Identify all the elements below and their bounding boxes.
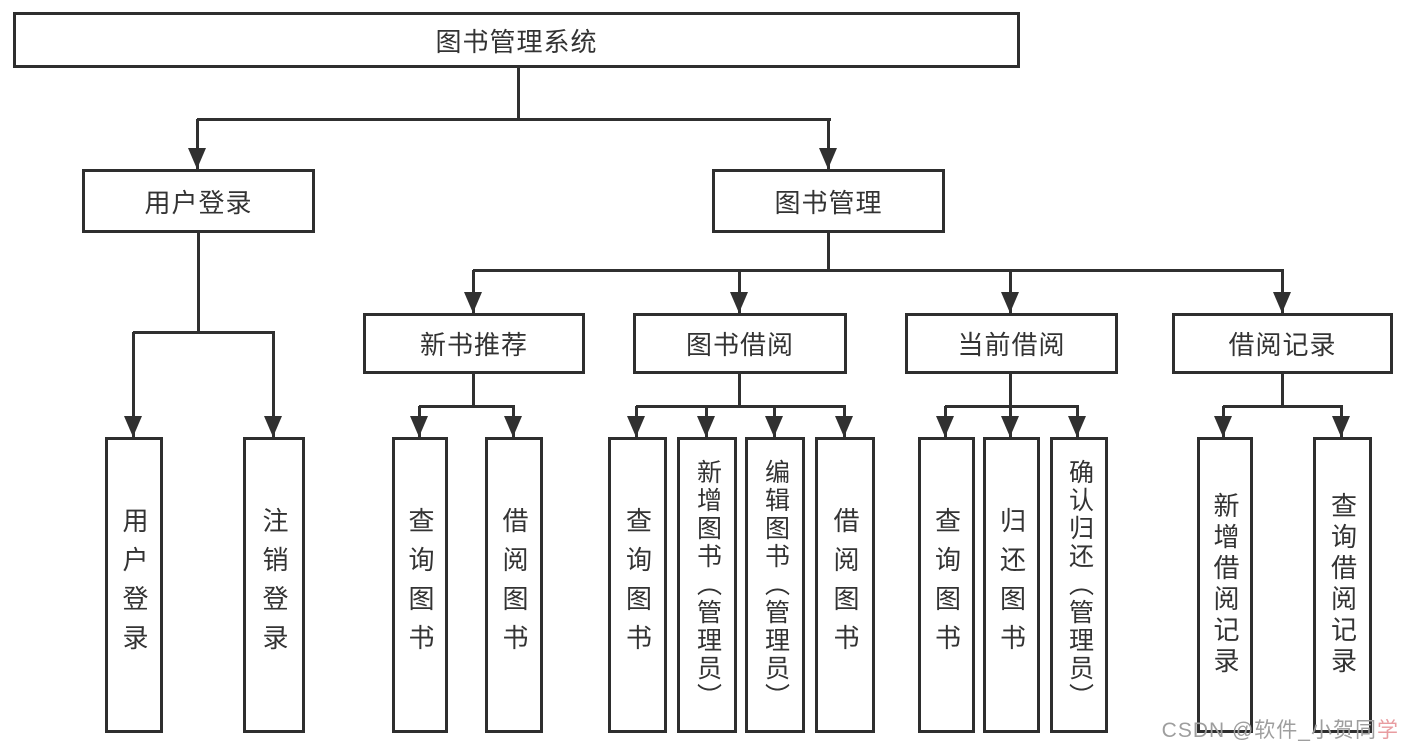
arrow-to-confirm-return: [1068, 406, 1086, 437]
node-library-management-system: 图书管理系统: [13, 12, 1020, 68]
node-label: 新书推荐: [419, 330, 528, 360]
node-label: 用户登录: [144, 187, 253, 218]
node-label: 确认归还（管理员）: [1065, 459, 1094, 711]
arrow-to-query-borrow-record: [1332, 406, 1350, 437]
watermark-text: CSDN @软件_小贺同: [1161, 719, 1377, 742]
node-add-borrow-record: 新增借阅记录: [1197, 437, 1253, 733]
node-logout: 注销登录: [243, 437, 305, 733]
connector-current-borrowing-bus: [945, 405, 1079, 408]
connector-root-bus: [197, 118, 831, 121]
arrow-to-query-books-1: [410, 406, 428, 437]
node-label: 图书借阅: [685, 330, 794, 360]
node-borrow-books-1: 借阅图书: [485, 437, 543, 733]
connector-user-login-stem: [197, 231, 200, 334]
arrow-to-new-book-recommendation: [464, 270, 482, 313]
arrow-to-borrow-books-2: [835, 406, 853, 437]
node-label: 用户登录: [119, 507, 149, 663]
node-label: 新增图书（管理员）: [693, 459, 722, 711]
watermark-text-accent: 学: [1377, 719, 1399, 742]
arrow-to-book-borrowing: [730, 270, 748, 313]
arrow-to-logout-leaf: [264, 332, 282, 437]
connector-book-borrowing-bus: [636, 405, 846, 408]
arrow-to-borrow-books-1: [504, 406, 522, 437]
arrow-to-add-borrow-record: [1214, 406, 1232, 437]
csdn-watermark: CSDN @软件_小贺同学: [1162, 714, 1399, 744]
arrow-to-user-login: [188, 119, 206, 169]
connector-borrowing-records-bus: [1223, 405, 1343, 408]
node-borrow-books-2: 借阅图书: [815, 437, 875, 733]
connector-new-book-stem: [472, 372, 475, 408]
arrow-to-book-management: [819, 119, 837, 169]
node-label: 借阅图书: [830, 507, 860, 663]
node-label: 注销登录: [259, 507, 289, 663]
node-query-books-2: 查询图书: [608, 437, 667, 733]
node-query-borrow-record: 查询借阅记录: [1313, 437, 1372, 733]
node-confirm-return-admin: 确认归还（管理员）: [1050, 437, 1108, 733]
arrow-to-query-books-3: [936, 406, 954, 437]
connector-user-login-bus: [133, 331, 275, 334]
node-label: 借阅记录: [1228, 330, 1337, 360]
node-label: 图书管理: [774, 187, 883, 218]
node-book-borrowing: 图书借阅: [633, 313, 847, 374]
arrow-to-current-borrowing: [1001, 270, 1019, 313]
node-label: 当前借阅: [957, 330, 1066, 360]
connector-current-borrowing-stem: [1009, 372, 1012, 408]
node-edit-books-admin: 编辑图书（管理员）: [745, 437, 805, 733]
connector-book-borrowing-stem: [738, 372, 741, 408]
connector-borrowing-records-stem: [1281, 372, 1284, 408]
connector-new-book-bus: [419, 405, 515, 408]
node-label: 归还图书: [996, 507, 1027, 663]
arrow-to-query-books-2: [627, 406, 645, 437]
node-add-books-admin: 新增图书（管理员）: [677, 437, 737, 733]
connector-book-management-stem: [827, 231, 830, 272]
node-label: 借阅图书: [499, 507, 529, 663]
node-user-login-leaf: 用户登录: [105, 437, 163, 733]
node-label: 查询借阅记录: [1327, 492, 1358, 678]
node-label: 编辑图书（管理员）: [761, 459, 790, 711]
node-return-books: 归还图书: [983, 437, 1040, 733]
node-label: 查询图书: [931, 507, 962, 663]
arrow-to-return-books: [1001, 406, 1019, 437]
arrow-to-user-login-leaf: [124, 332, 142, 437]
node-label: 新增借阅记录: [1210, 492, 1240, 678]
node-new-book-recommendation: 新书推荐: [363, 313, 585, 374]
node-label: 图书管理系统: [435, 26, 598, 57]
node-query-books-1: 查询图书: [392, 437, 448, 733]
connector-root-stem: [517, 66, 520, 120]
arrow-to-borrowing-records: [1273, 270, 1291, 313]
node-query-books-3: 查询图书: [918, 437, 975, 733]
node-book-management: 图书管理: [712, 169, 945, 233]
node-current-borrowing: 当前借阅: [905, 313, 1118, 374]
connector-book-management-bus: [473, 269, 1284, 272]
arrow-to-add-books: [697, 406, 715, 437]
node-user-login: 用户登录: [82, 169, 315, 233]
node-borrowing-records: 借阅记录: [1172, 313, 1393, 374]
node-label: 查询图书: [622, 507, 653, 663]
arrow-to-edit-books: [765, 406, 783, 437]
node-label: 查询图书: [405, 507, 435, 663]
